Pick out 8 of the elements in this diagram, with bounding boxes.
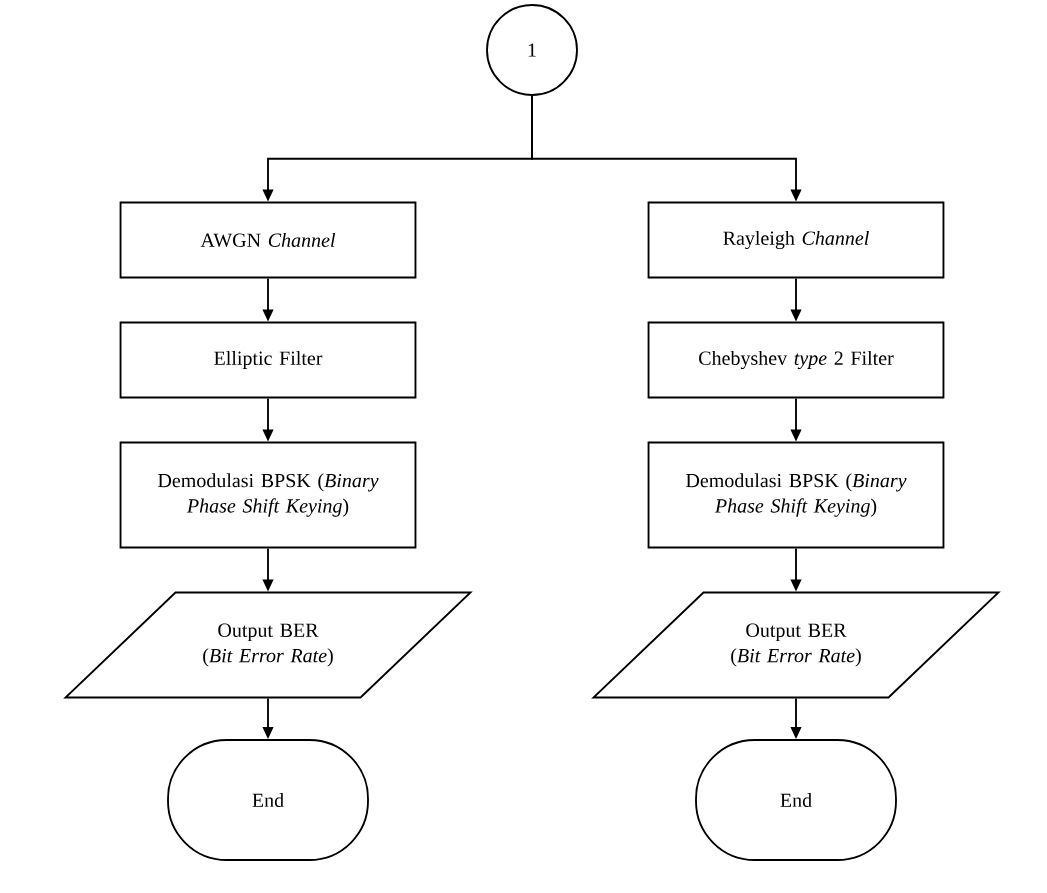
process-box: AWGN Channel <box>119 201 417 279</box>
process-box: Rayleigh Channel <box>647 201 945 279</box>
process-box: Demodulasi BPSK (Binary Phase Shift Keying) <box>647 441 945 549</box>
terminator: End <box>695 739 897 861</box>
terminator: End <box>167 739 369 861</box>
process-box: Demodulasi BPSK (Binary Phase Shift Keying) <box>119 441 417 549</box>
process-box: Elliptic Filter <box>119 321 417 399</box>
process-box: Chebyshev type 2 Filter <box>647 321 945 399</box>
